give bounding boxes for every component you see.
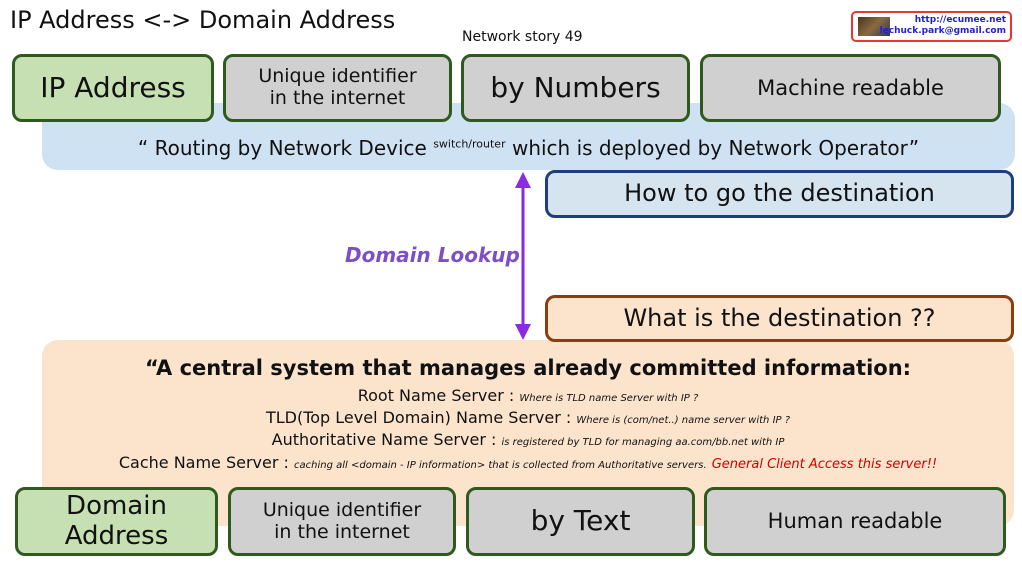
server-name: Authoritative Name Server : [271,430,497,449]
server-desc: Where is TLD name Server with IP ? [519,393,699,404]
server-desc: is registered by TLD for managing aa.com… [501,437,785,448]
routing-text-a: “ Routing by Network Device [137,136,434,160]
central-heading: “A central system that manages already c… [144,356,912,380]
by-text-box: by Text [466,487,695,556]
routing-text-b: which is deployed by Network Operator” [505,136,920,160]
routing-text: “ Routing by Network Device switch/route… [42,136,1015,160]
logo-box: http://ecumee.net lechuck.park@gmail.com [851,11,1012,42]
ip-address-box: IP Address [12,54,214,122]
server-name: Root Name Server : [357,386,515,405]
domain-lookup-arrow [515,172,531,340]
page-subtitle: Network story 49 [462,29,583,45]
page-title: IP Address <-> Domain Address [10,6,396,34]
routing-superscript: switch/router [433,137,506,151]
server-note: General Client Access this server!! [711,457,938,472]
server-desc: Where is (com/net..) name server with IP… [576,415,791,426]
server-authoritative: Authoritative Name Server : is registere… [42,430,1014,449]
server-cache: Cache Name Server : caching all <domain … [42,453,1014,472]
machine-readable-box: Machine readable [700,54,1001,122]
logo-url[interactable]: http://ecumee.net [914,15,1006,25]
server-root: Root Name Server : Where is TLD name Ser… [42,386,1014,405]
domain-address-box: Domain Address [15,487,218,556]
human-readable-box: Human readable [704,487,1006,556]
server-name: Cache Name Server : [118,453,289,472]
by-numbers-box: by Numbers [461,54,690,122]
logo-image [858,17,890,36]
how-to-go-box: How to go the destination [545,170,1014,218]
domain-lookup-label: Domain Lookup [345,243,520,267]
server-desc: caching all <domain - IP information> th… [294,460,707,471]
server-tld: TLD(Top Level Domain) Name Server : Wher… [42,408,1014,427]
what-is-destination-box: What is the destination ?? [545,295,1014,342]
unique-identifier-box-bottom: Unique identifier in the internet [228,487,456,556]
server-name: TLD(Top Level Domain) Name Server : [265,408,572,427]
unique-identifier-box-top: Unique identifier in the internet [223,54,452,122]
logo-email[interactable]: lechuck.park@gmail.com [879,26,1006,36]
